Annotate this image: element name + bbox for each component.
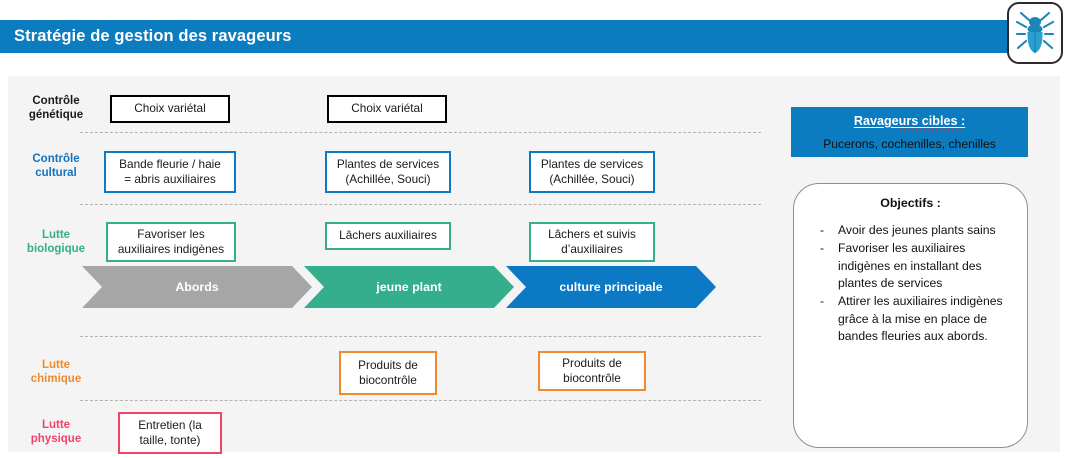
list-item: - Favoriser les auxiliaires indigènes en… xyxy=(820,241,982,290)
bullet-dash: - xyxy=(820,241,825,256)
target-pests-list: Pucerons, cochenilles, chenilles xyxy=(823,136,996,151)
objectives-title: Objectifs : xyxy=(880,196,941,210)
box-produits-biocontrole-2[interactable]: Produits de biocontrôle xyxy=(538,351,646,391)
target-pests-title: Ravageurs cibles : xyxy=(853,113,966,131)
target-pests-box: Ravageurs cibles : Pucerons, cochenilles… xyxy=(791,107,1028,157)
stage-chevron-abords[interactable]: Abords xyxy=(82,266,312,308)
stage-chevron-culture-principale[interactable]: culture principale xyxy=(506,266,716,308)
stage-chevron-jeune-plant[interactable]: jeune plant xyxy=(304,266,514,308)
box-bande-fleurie[interactable]: Bande fleurie / haie = abris auxiliaires xyxy=(104,151,236,193)
row-label-genetique: Contrôle génétique xyxy=(28,95,84,122)
box-choix-varietal-1[interactable]: Choix variétal xyxy=(110,95,230,123)
row-label-physique: Lutte physique xyxy=(30,419,82,446)
bullet-dash: - xyxy=(820,294,825,309)
box-plantes-services-1[interactable]: Plantes de services (Achillée, Souci) xyxy=(325,151,451,193)
list-item: - Attirer les auxiliaires indigènes grâc… xyxy=(820,294,1003,343)
box-entretien[interactable]: Entretien (la taille, tonte) xyxy=(118,412,222,454)
objectives-box: Objectifs : - Avoir des jeunes plants sa… xyxy=(793,183,1028,448)
box-lachers-auxiliaires[interactable]: Lâchers auxiliaires xyxy=(325,222,451,250)
objectives-list: - Avoir des jeunes plants sains - Favori… xyxy=(804,222,1017,345)
box-plantes-services-2[interactable]: Plantes de services (Achillée, Souci) xyxy=(529,151,655,193)
box-lachers-suivis[interactable]: Lâchers et suivis d’auxiliaires xyxy=(529,222,655,262)
row-label-chimique: Lutte chimique xyxy=(30,359,82,386)
beetle-badge xyxy=(1007,2,1063,64)
row-label-cultural: Contrôle cultural xyxy=(32,153,80,180)
row-separator-1 xyxy=(80,132,761,133)
box-choix-varietal-2[interactable]: Choix variétal xyxy=(327,95,447,123)
box-favoriser-auxiliaires[interactable]: Favoriser les auxiliaires indigènes xyxy=(106,222,236,262)
list-item: - Avoir des jeunes plants sains xyxy=(804,222,1017,239)
bullet-dash: - xyxy=(820,223,825,237)
row-separator-3 xyxy=(80,336,761,337)
page-title: Stratégie de gestion des ravageurs xyxy=(14,27,292,45)
row-label-biologique: Lutte biologique xyxy=(26,229,86,256)
slide-title-bar: Stratégie de gestion des ravageurs xyxy=(0,20,1022,53)
box-produits-biocontrole-1[interactable]: Produits de biocontrôle xyxy=(339,351,437,395)
row-separator-4 xyxy=(80,400,761,401)
growth-stage-band: Abords jeune plant culture principale xyxy=(82,266,692,308)
row-separator-2 xyxy=(80,204,761,205)
beetle-icon xyxy=(1015,10,1055,56)
